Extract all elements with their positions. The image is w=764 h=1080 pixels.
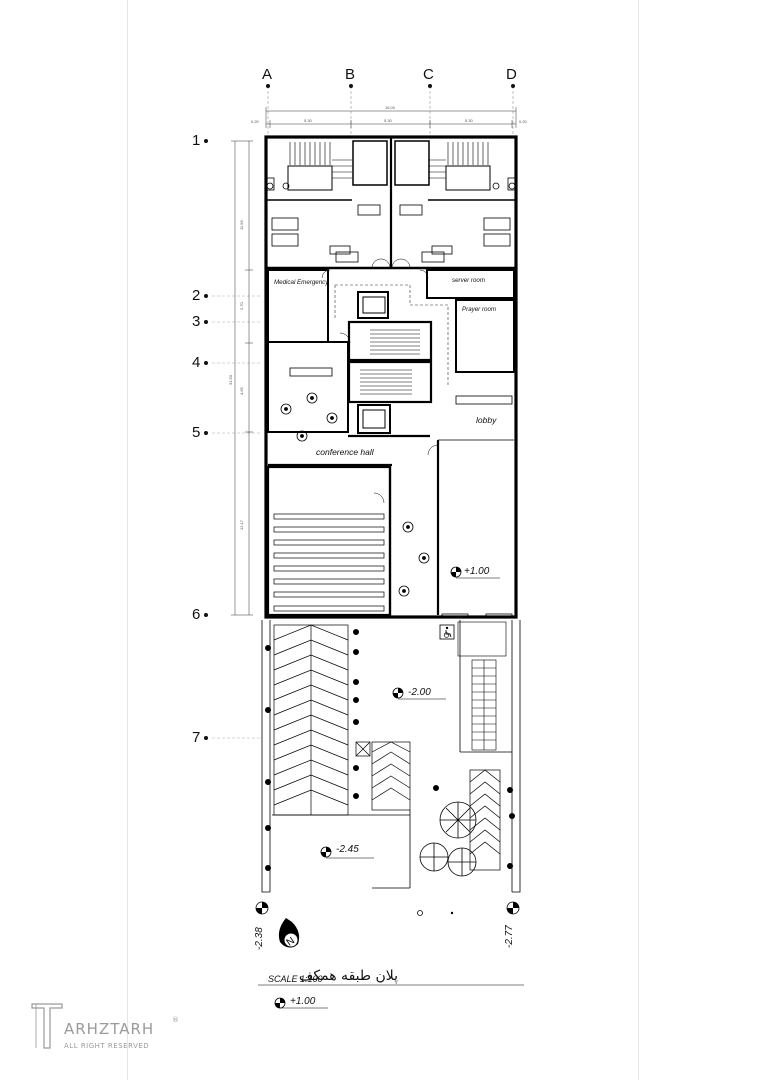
north-arrow-icon: N bbox=[278, 918, 300, 949]
office-door-swings bbox=[321, 258, 439, 504]
dim-seg-2: 5.30 bbox=[304, 118, 313, 123]
office-stairs bbox=[287, 142, 491, 191]
dim-seg-4: 5.30 bbox=[465, 118, 474, 123]
conference-tables bbox=[280, 392, 430, 597]
title-level: +1.00 bbox=[290, 996, 316, 1007]
dim-seg-5: 0.20 bbox=[519, 119, 528, 124]
grid-label-col-d: D bbox=[506, 66, 517, 83]
room-label-prayer: Prayer room bbox=[462, 306, 496, 313]
trees bbox=[265, 629, 515, 871]
level-marker-edge-left bbox=[255, 901, 269, 915]
column-grid-dots bbox=[266, 84, 515, 88]
logo-brand: ARHZTARH bbox=[64, 1020, 154, 1038]
row-grid-dots bbox=[204, 139, 208, 740]
level-marker-parking bbox=[392, 687, 446, 700]
accessibility-icon bbox=[439, 624, 455, 640]
column-grid bbox=[267, 86, 514, 138]
building-walls bbox=[264, 135, 518, 619]
logo-sub: ALL RIGHT RESERVED bbox=[64, 1042, 149, 1050]
grid-label-col-b: B bbox=[345, 66, 355, 83]
site-marks bbox=[417, 910, 454, 916]
grid-label-row-4: 4 bbox=[192, 354, 200, 371]
dim-left-3: 4.65 bbox=[239, 386, 244, 395]
office-furniture bbox=[265, 177, 517, 263]
dim-left-total: 31.50 bbox=[228, 374, 233, 385]
title-persian: پلان طبقه همکف bbox=[299, 968, 398, 984]
row-grid-lines bbox=[212, 295, 262, 739]
grid-label-col-a: A bbox=[262, 66, 272, 83]
level-marker-edge-right bbox=[506, 901, 520, 915]
room-label-server: server room bbox=[452, 277, 485, 284]
room-label-conference: conference hall bbox=[316, 447, 375, 457]
level-edge-left: -2.38 bbox=[254, 927, 265, 950]
entrance-stair bbox=[457, 621, 507, 751]
left-dimension bbox=[231, 140, 253, 616]
dim-seg-3: 5.30 bbox=[384, 118, 393, 123]
grid-label-row-1: 1 bbox=[192, 132, 200, 149]
logo-mark: ® bbox=[172, 1016, 180, 1024]
level-ground: +1.00 bbox=[464, 566, 490, 577]
level-marker-parking-low bbox=[320, 846, 374, 859]
brand-logo bbox=[31, 1003, 63, 1049]
lobby-fixtures bbox=[289, 367, 513, 619]
level-marker-title bbox=[274, 997, 328, 1009]
room-label-lobby: lobby bbox=[476, 415, 497, 425]
level-parking: -2.00 bbox=[408, 687, 431, 698]
corridor-dash bbox=[334, 284, 449, 385]
room-label-medical: Medical Emergency bbox=[274, 279, 329, 286]
yard-outline bbox=[261, 620, 521, 893]
dim-left-2: 2.70 bbox=[239, 301, 244, 310]
parking-ramp-chevrons bbox=[273, 624, 501, 871]
grid-label-row-5: 5 bbox=[192, 424, 200, 441]
large-trees bbox=[419, 801, 477, 877]
level-edge-right: -2.77 bbox=[504, 925, 515, 948]
drawing-sheet bbox=[127, 0, 639, 1080]
dim-seg-1: 0.20 bbox=[251, 119, 260, 124]
top-dimension bbox=[265, 107, 517, 128]
grid-label-row-3: 3 bbox=[192, 313, 200, 330]
level-parking-low: -2.45 bbox=[336, 844, 359, 855]
title-scale: SCALE 1:100 bbox=[268, 974, 323, 984]
auditorium-seating bbox=[273, 513, 385, 612]
grid-label-row-2: 2 bbox=[192, 287, 200, 304]
dim-left-4: 12.17 bbox=[239, 519, 244, 530]
stair-core-treads bbox=[360, 296, 420, 429]
dim-overall-width: 16.00 bbox=[385, 105, 396, 110]
level-marker-ground bbox=[450, 566, 500, 579]
grid-label-row-7: 7 bbox=[192, 729, 200, 746]
grid-label-col-c: C bbox=[423, 66, 434, 83]
grid-label-row-6: 6 bbox=[192, 606, 200, 623]
dim-left-1: 11.96 bbox=[239, 220, 244, 230]
